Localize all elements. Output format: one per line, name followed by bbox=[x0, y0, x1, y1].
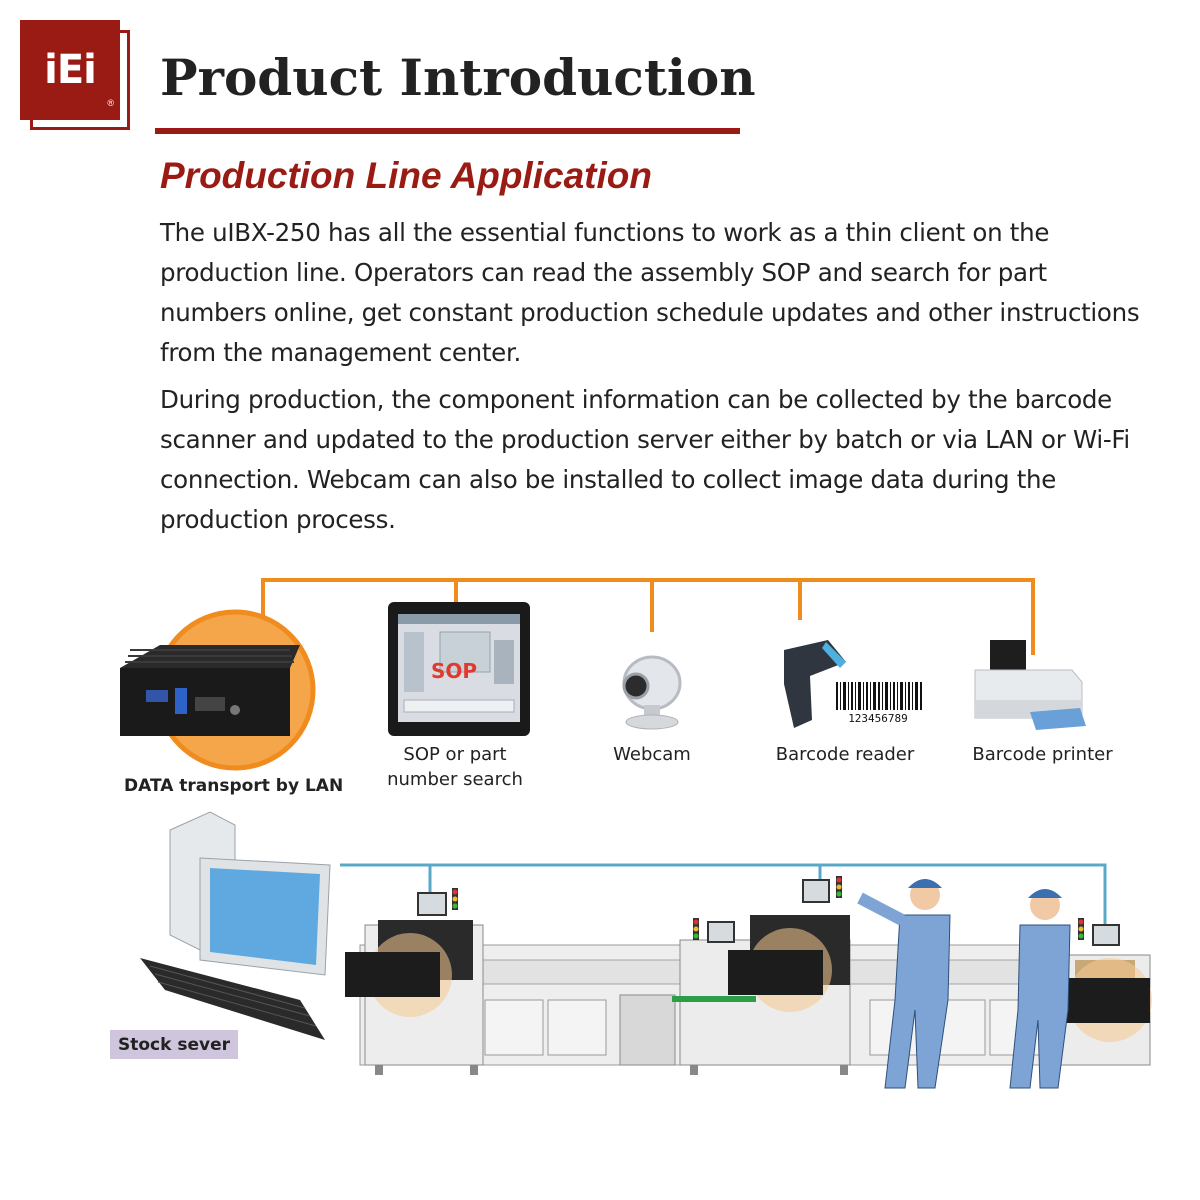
barcode-reader-label: Barcode reader bbox=[775, 744, 915, 765]
sop-screen-text: SOP bbox=[431, 659, 477, 683]
production-paragraph: During production, the component informa… bbox=[160, 385, 1130, 534]
signal-tower-icon bbox=[452, 876, 1084, 940]
website-link[interactable]: www.ieiworld.com bbox=[860, 1148, 1164, 1183]
worker-figures bbox=[857, 879, 1071, 1089]
uibx-250-device-image bbox=[120, 609, 316, 771]
data-transport-label: DATA transport by LAN bbox=[124, 776, 344, 796]
title-underline bbox=[155, 128, 740, 134]
sop-tablet-image: SOP bbox=[388, 602, 530, 736]
production-line-diagram: SOP 123456789 bbox=[120, 578, 1152, 1089]
barcode-printer-label: Barcode printer bbox=[972, 744, 1113, 765]
intro-paragraph: The uIBX-250 has all the essential funct… bbox=[160, 218, 1140, 367]
stock-server-label: Stock sever bbox=[118, 1034, 230, 1055]
barcode-number: 123456789 bbox=[848, 712, 908, 725]
webcam-label: Webcam bbox=[613, 744, 691, 765]
logo-text: iEi bbox=[44, 47, 97, 93]
embedded-uibx-units bbox=[345, 928, 1152, 1042]
barcode-reader-image: 123456789 bbox=[784, 640, 922, 728]
registered-mark: ® bbox=[107, 98, 114, 108]
stock-server-image bbox=[140, 811, 331, 1040]
barcode-image bbox=[836, 682, 922, 710]
barcode-printer-image bbox=[974, 640, 1086, 730]
sop-label-line2: number search bbox=[387, 769, 523, 790]
section-subtitle: Production Line Application bbox=[160, 155, 652, 196]
page-title: Product Introduction bbox=[160, 48, 756, 107]
stock-server-badge: Stock sever bbox=[110, 1030, 238, 1059]
sop-label-line1: SOP or part bbox=[403, 744, 507, 765]
lan-connector-lines bbox=[261, 578, 1035, 655]
webcam-image bbox=[622, 655, 682, 730]
iei-logo: iEi ® bbox=[20, 20, 120, 120]
